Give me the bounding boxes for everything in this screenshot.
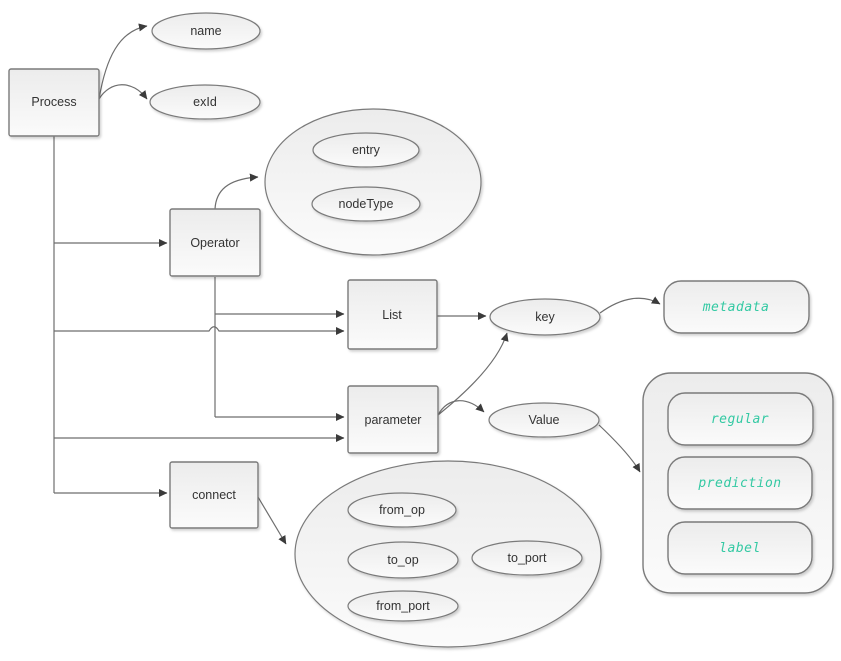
exid-ellipse: [149, 84, 261, 120]
toport-ellipse: [471, 540, 583, 576]
toport-label: to_port: [508, 551, 547, 565]
process-node: [8, 68, 100, 137]
prediction-box: [667, 456, 813, 510]
edge-parameter-to-value: [437, 400, 485, 416]
edge-connect-to-attributes: [257, 496, 287, 545]
fromport-ellipse: [347, 590, 459, 622]
edge-parameter-to-key: [437, 332, 509, 416]
metadata-box: [663, 280, 810, 334]
edge-value-to-types: [598, 424, 641, 473]
connect-node: [169, 461, 259, 529]
list-node: [347, 279, 438, 350]
key-label: key: [535, 310, 555, 324]
name-ellipse: [151, 12, 261, 50]
exid-label: exId: [193, 95, 217, 109]
operator-label: Operator: [190, 236, 239, 250]
toop-label: to_op: [387, 553, 418, 567]
entry-ellipse: [312, 132, 420, 168]
regular-box: [667, 392, 814, 446]
regular-label: regular: [711, 412, 769, 427]
edge-process-to-name: [98, 23, 148, 100]
nodetype-ellipse: [311, 186, 421, 222]
parameter-node: [347, 385, 439, 454]
operator-node: [169, 208, 261, 277]
edge-process-to-exid: [98, 84, 148, 100]
list-label: List: [382, 308, 402, 322]
label-type-label: label: [719, 541, 761, 556]
operator-attributes-group-ellipse: [264, 108, 482, 256]
fromop-ellipse: [347, 492, 457, 528]
edge-process-to-list: [54, 326, 345, 336]
value-label: Value: [528, 413, 559, 427]
entry-label: entry: [352, 143, 381, 157]
toop-ellipse: [347, 541, 459, 579]
process-label: Process: [31, 95, 76, 109]
label-box: [667, 521, 813, 575]
nodetype-label: nodeType: [339, 197, 394, 211]
connect-label: connect: [192, 488, 236, 502]
edge-key-to-metadata: [599, 296, 661, 314]
prediction-label: prediction: [697, 476, 781, 491]
value-ellipse: [488, 402, 600, 438]
parameter-label: parameter: [365, 413, 422, 427]
metadata-label: metadata: [702, 300, 770, 315]
edge-operator-to-attributes: [214, 173, 259, 210]
fromop-label: from_op: [379, 503, 425, 517]
fromport-label: from_port: [376, 599, 430, 613]
name-label: name: [190, 24, 221, 38]
key-ellipse: [489, 298, 601, 336]
